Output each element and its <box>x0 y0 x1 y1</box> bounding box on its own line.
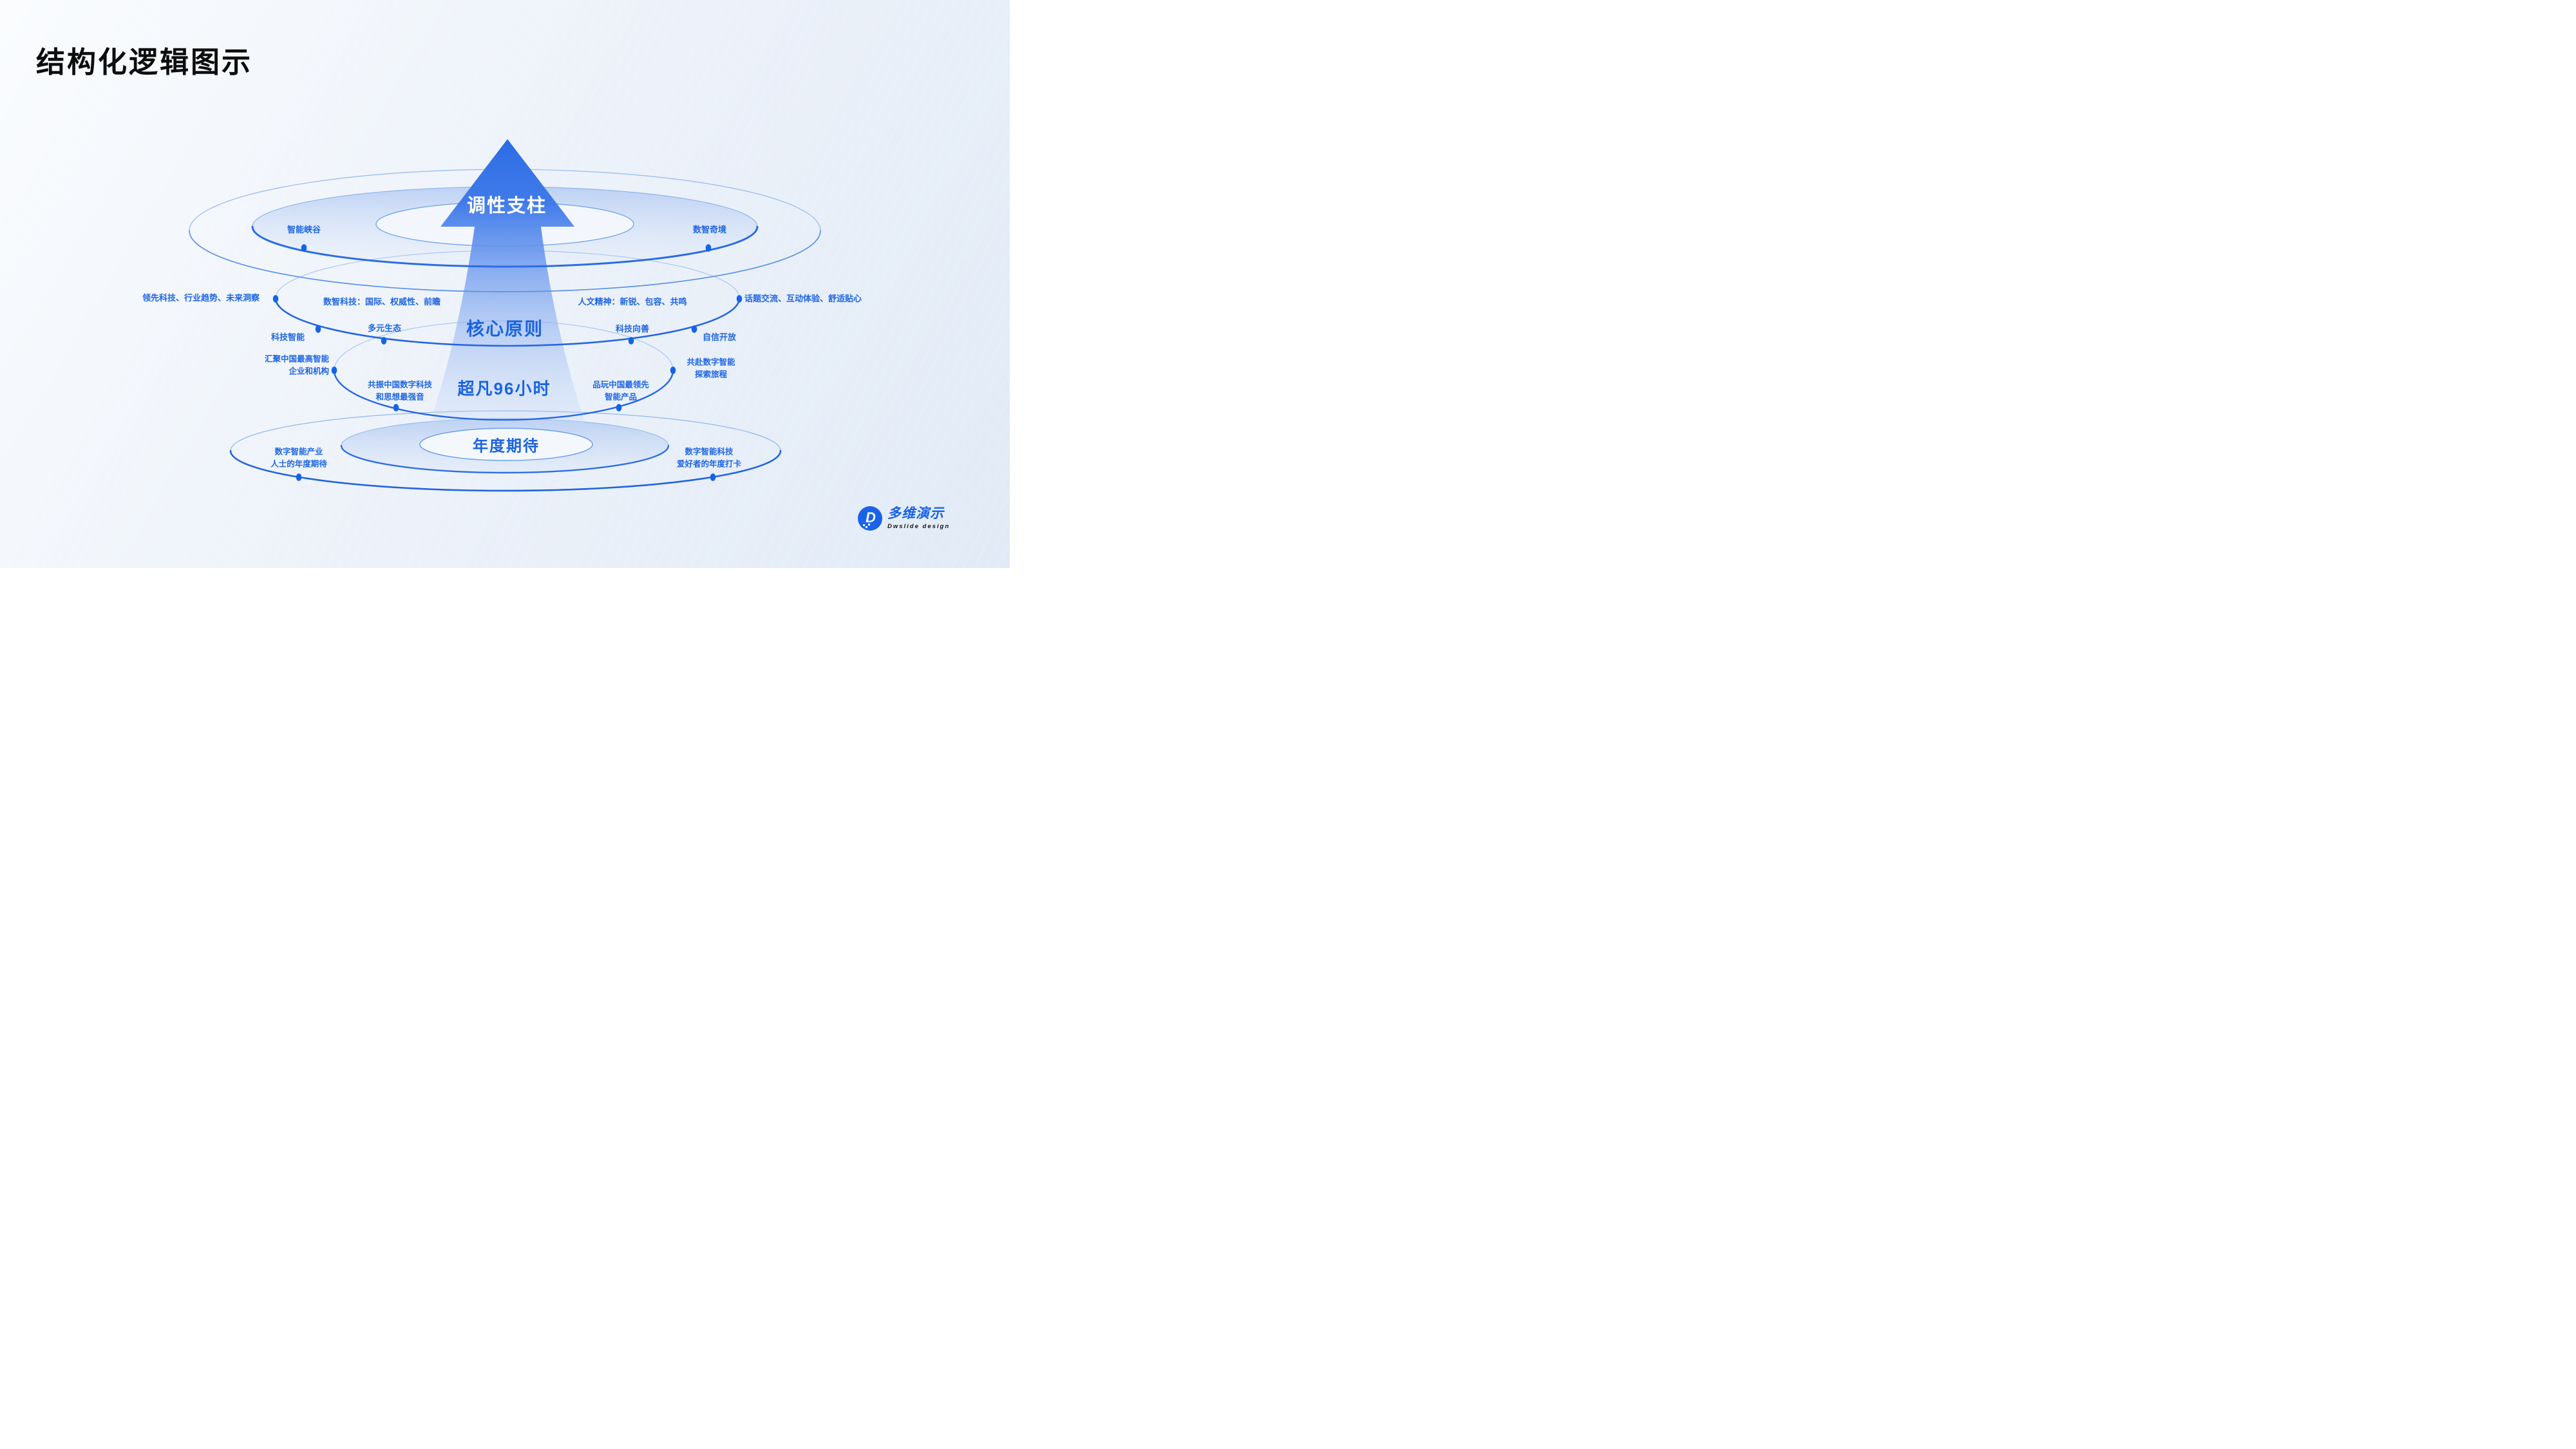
dot-l2-inner-right1 <box>628 337 634 345</box>
ring4-inner-ellipse <box>419 428 593 461</box>
logo-pixel-dot <box>868 524 870 526</box>
logo-pixel-dot <box>863 524 865 526</box>
page-title: 结构化逻辑图示 <box>36 46 253 79</box>
ring1-band-bottom-arc <box>251 225 759 268</box>
ring3-bottom-arc <box>333 369 674 421</box>
arrow-beam <box>415 139 600 460</box>
node-dots <box>272 244 743 481</box>
dot-l3-upper-right <box>670 366 676 374</box>
dot-l1-left <box>301 244 307 252</box>
dot-l2-inner-right2 <box>691 325 697 333</box>
dot-l2-inner-left2 <box>381 337 387 345</box>
dot-l1-right <box>705 244 712 252</box>
dot-l4-left <box>296 473 302 481</box>
ring1-outer-bottom-arc <box>189 230 821 292</box>
dot-l2-far-right <box>736 295 743 303</box>
brand-logo-text: 多维演示 Dwslide design <box>887 506 950 530</box>
brand-name-cn: 多维演示 <box>887 506 944 521</box>
brand-logo-icon: D <box>858 506 882 531</box>
slide-canvas: 结构化逻辑图示 <box>0 0 1010 568</box>
ring4-band-bottom-arc <box>340 444 670 474</box>
dot-l2-inner-left1 <box>315 325 321 333</box>
ring4-outer-bottom-arc <box>229 450 782 492</box>
dot-l3-lower-right <box>616 404 622 412</box>
brand-logo: D 多维演示 Dwslide design <box>858 506 950 531</box>
dot-l3-lower-left <box>393 404 399 412</box>
dot-l4-right <box>710 473 716 481</box>
funnel-diagram <box>189 139 821 492</box>
dot-l3-upper-left <box>331 366 337 374</box>
ring2-bottom-arc <box>274 297 741 347</box>
logo-pixel-dot <box>866 526 867 528</box>
logo-d-glyph: D <box>866 509 876 526</box>
dot-l2-far-left <box>272 295 279 303</box>
brand-name-en: Dwslide design <box>887 523 951 531</box>
